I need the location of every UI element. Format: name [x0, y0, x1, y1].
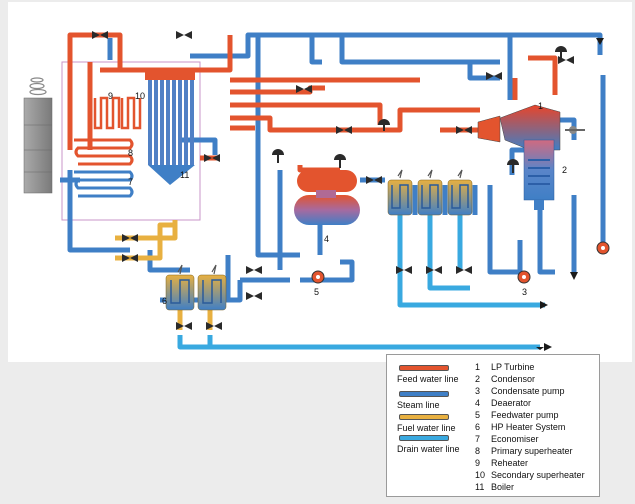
valve-icon [296, 85, 312, 93]
legend: Feed water line Steam line Fuel water li… [386, 354, 600, 497]
actuator-icon [272, 149, 284, 155]
valve-icon [486, 72, 502, 80]
economiser-coil [74, 170, 134, 198]
number-label-10: 10 [135, 91, 145, 101]
legend-item: 3 Condensate pump [475, 386, 565, 397]
legend-item-number: 7 [475, 434, 481, 444]
number-label-4: 4 [324, 234, 329, 244]
legend-item-number: 6 [475, 422, 481, 432]
valve-icon [336, 126, 352, 134]
legend-label-drain-water: Drain water line [397, 444, 460, 454]
legend-item-number: 3 [475, 386, 481, 396]
number-label-1: 1 [538, 101, 543, 111]
legend-item: 5 Feedwater pump [475, 410, 559, 421]
legend-item: 7 Economiser [475, 434, 539, 445]
hp-heaters [165, 274, 227, 311]
legend-item-label: Boiler [491, 482, 515, 492]
valve-icon [122, 234, 138, 242]
valves [92, 31, 574, 330]
legend-item-label: Secondary superheater [491, 470, 585, 480]
legend-item: 1 LP Turbine [475, 362, 534, 373]
legend-item: 6 HP Heater System [475, 422, 565, 433]
number-label-9: 9 [108, 91, 113, 101]
valve-icon [366, 176, 382, 184]
legend-label-steam: Steam line [397, 400, 440, 410]
legend-item-label: HP Heater System [491, 422, 566, 432]
actuator-icon [507, 159, 519, 165]
drain-water-lines [177, 215, 545, 350]
valve-icon [396, 266, 412, 274]
legend-item-number: 5 [475, 410, 481, 420]
valve-icon [246, 266, 262, 274]
lp-turbine [477, 104, 585, 151]
legend-label-fuel-water: Fuel water line [397, 423, 456, 433]
feed-water-lines [67, 32, 558, 173]
number-label-11: 11 [180, 170, 189, 180]
legend-item-number: 4 [475, 398, 481, 408]
valve-actuators [272, 46, 567, 173]
legend-item-label: Economiser [491, 434, 539, 444]
legend-swatch-drain-water [399, 435, 449, 441]
actuator-icon [555, 46, 567, 52]
number-label-5: 5 [314, 287, 319, 297]
aux-pump [596, 241, 610, 255]
condensate-pump [517, 270, 531, 284]
number-label-2: 2 [562, 165, 567, 175]
legend-swatch-fuel-water [399, 414, 449, 420]
chimney [23, 77, 53, 194]
valve-icon [176, 322, 192, 330]
boiler-tubes [145, 72, 195, 185]
number-label-7: 7 [128, 177, 133, 187]
legend-item-number: 2 [475, 374, 481, 384]
actuator-icon [334, 154, 346, 160]
valve-icon [92, 31, 108, 39]
valve-icon [426, 266, 442, 274]
valve-icon [122, 254, 138, 262]
legend-item: 11 Boiler [475, 482, 514, 493]
legend-item-label: Reheater [491, 458, 529, 468]
legend-item-label: Condensate pump [491, 386, 565, 396]
condensor [523, 139, 555, 210]
lp-heaters [387, 179, 473, 216]
primary-superheater-coil [74, 138, 134, 166]
legend-item-number: 1 [475, 362, 481, 372]
valve-icon [176, 31, 192, 39]
legend-label-feed-water: Feed water line [397, 374, 459, 384]
legend-item-label: LP Turbine [491, 362, 535, 372]
reheater-coil [93, 96, 121, 130]
component-numbers: 1 2 3 4 5 6 7 8 9 10 11 [108, 91, 567, 306]
number-label-6: 6 [162, 296, 167, 306]
legend-item: 4 Deaerator [475, 398, 531, 409]
legend-item-number: 9 [475, 458, 481, 468]
legend-item-label: Condensor [491, 374, 536, 384]
legend-item: 2 Condensor [475, 374, 535, 385]
number-label-3: 3 [522, 287, 527, 297]
secondary-superheater-coil [120, 96, 142, 130]
deaerator [294, 170, 360, 225]
legend-item: 9 Reheater [475, 458, 528, 469]
legend-item: 8 Primary superheater [475, 446, 573, 457]
number-label-8: 8 [128, 148, 133, 158]
valve-icon [204, 154, 220, 162]
legend-item-label: Deaerator [491, 398, 532, 408]
legend-item-number: 10 [475, 470, 486, 480]
legend-item-label: Feedwater pump [491, 410, 559, 420]
legend-item-number: 8 [475, 446, 481, 456]
valve-icon [456, 266, 472, 274]
heater-inlet-marks [177, 169, 463, 275]
legend-item: 10 Secondary superheater [475, 470, 585, 481]
valve-icon [456, 126, 472, 134]
legend-swatch-steam [399, 391, 449, 397]
actuator-icon [378, 119, 390, 125]
legend-swatch-feed-water [399, 365, 449, 371]
flow-arrows [536, 38, 604, 351]
valve-icon [206, 322, 222, 330]
legend-item-number: 11 [475, 482, 485, 492]
fuel-water-lines [115, 220, 213, 330]
legend-item-label: Primary superheater [491, 446, 573, 456]
valve-icon [246, 292, 262, 300]
feedwater-pump [311, 270, 325, 284]
